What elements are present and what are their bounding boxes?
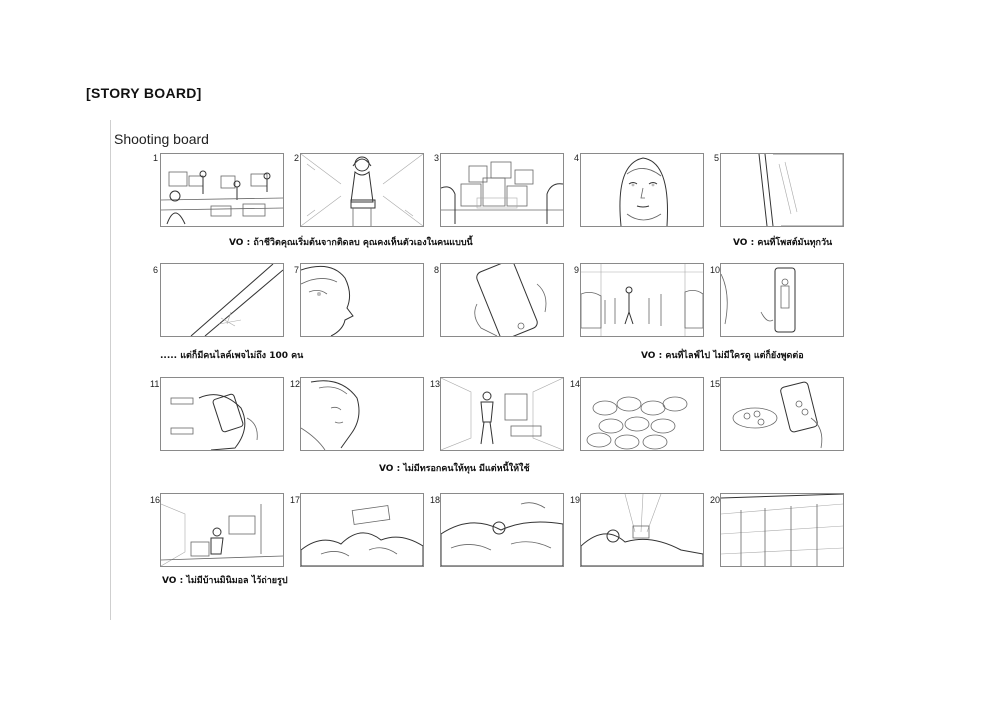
panel-sketch — [301, 505, 423, 566]
panel-sketch — [301, 265, 354, 336]
panel-sketch — [441, 502, 563, 566]
panel-number: 19 — [570, 495, 581, 505]
panel-number: 17 — [290, 495, 301, 505]
storyboard-panel-20 — [720, 493, 844, 567]
panel-sketch — [301, 154, 423, 226]
panel-sketch — [161, 170, 283, 225]
caption-vo: VO : คนที่โพสต์มันทุกวัน — [733, 238, 833, 248]
panel-number: 20 — [710, 495, 721, 505]
storyboard-panel-4 — [580, 153, 704, 227]
panel-number: 3 — [434, 153, 440, 163]
storyboard-panel-15 — [720, 377, 844, 451]
panel-sketch — [581, 264, 703, 336]
panel-number: 13 — [430, 379, 441, 389]
panel-number: 11 — [150, 379, 160, 389]
storyboard-panel-1 — [160, 153, 284, 227]
storyboard-panel-6 — [160, 263, 284, 337]
caption-vo: VO : ถ้าชีวิตคุณเริ่มต้นจากติดลบ คุณคงเห… — [229, 238, 473, 248]
storyboard-panel-14 — [580, 377, 704, 451]
storyboard-panel-11 — [160, 377, 284, 451]
panel-number: 12 — [290, 379, 301, 389]
storyboard-panel-2 — [300, 153, 424, 227]
storyboard-panel-16 — [160, 493, 284, 567]
board-subtitle: Shooting board — [114, 131, 209, 147]
panel-number: 8 — [434, 265, 440, 275]
caption-vo: ..... แต่ก็มีคนไลค์เพจไม่ถึง 100 คน — [160, 351, 304, 361]
panel-sketch — [581, 494, 703, 566]
panel-sketch — [586, 396, 688, 450]
storyboard-panel-19 — [580, 493, 704, 567]
storyboard-panel-3 — [440, 153, 564, 227]
panel-sketch — [732, 381, 823, 449]
panel-sketch — [721, 267, 796, 333]
storyboard-panel-8 — [440, 263, 564, 337]
panel-sketch — [758, 154, 843, 226]
panel-number: 15 — [710, 379, 721, 389]
storyboard-panel-12 — [300, 377, 424, 451]
panel-number: 5 — [714, 153, 720, 163]
panel-sketch — [474, 264, 547, 336]
storyboard-panel-17 — [300, 493, 424, 567]
panel-number: 14 — [570, 379, 581, 389]
storyboard-panel-9 — [580, 263, 704, 337]
storyboard-panel-18 — [440, 493, 564, 567]
storyboard-panel-5 — [720, 153, 844, 227]
panel-sketch — [301, 380, 360, 450]
panel-number: 18 — [430, 495, 441, 505]
panel-sketch — [190, 264, 283, 336]
panel-sketch — [441, 161, 563, 224]
panel-number: 4 — [574, 153, 580, 163]
caption-vo: VO : คนที่ไลฟ์ไป ไม่มีใครดู แต่ก็ยังพูดต… — [641, 351, 804, 361]
storyboard-panel-13 — [440, 377, 564, 451]
panel-sketch — [619, 157, 668, 226]
panel-number: 1 — [153, 153, 159, 163]
panel-number: 10 — [710, 265, 721, 275]
panel-sketch — [441, 378, 563, 450]
panel-number: 16 — [150, 495, 161, 505]
board-frame — [110, 120, 811, 620]
panel-number: 7 — [294, 265, 300, 275]
panel-number: 2 — [294, 153, 300, 163]
panel-sketch — [161, 503, 283, 566]
panel-number: 9 — [574, 265, 580, 275]
page-title: [STORY BOARD] — [86, 85, 202, 101]
caption-vo: VO : ไม่มีทรอกคนให้ทุน มีแต่หนี้ให้ใช้ — [379, 464, 530, 474]
storyboard-panel-10 — [720, 263, 844, 337]
panel-sketch — [721, 494, 843, 566]
panel-number: 6 — [153, 265, 159, 275]
storyboard-panel-7 — [300, 263, 424, 337]
caption-vo: VO : ไม่มีบ้านมินิมอล ไว้ถ่ายรูป — [162, 576, 288, 586]
panel-sketch — [170, 393, 258, 450]
